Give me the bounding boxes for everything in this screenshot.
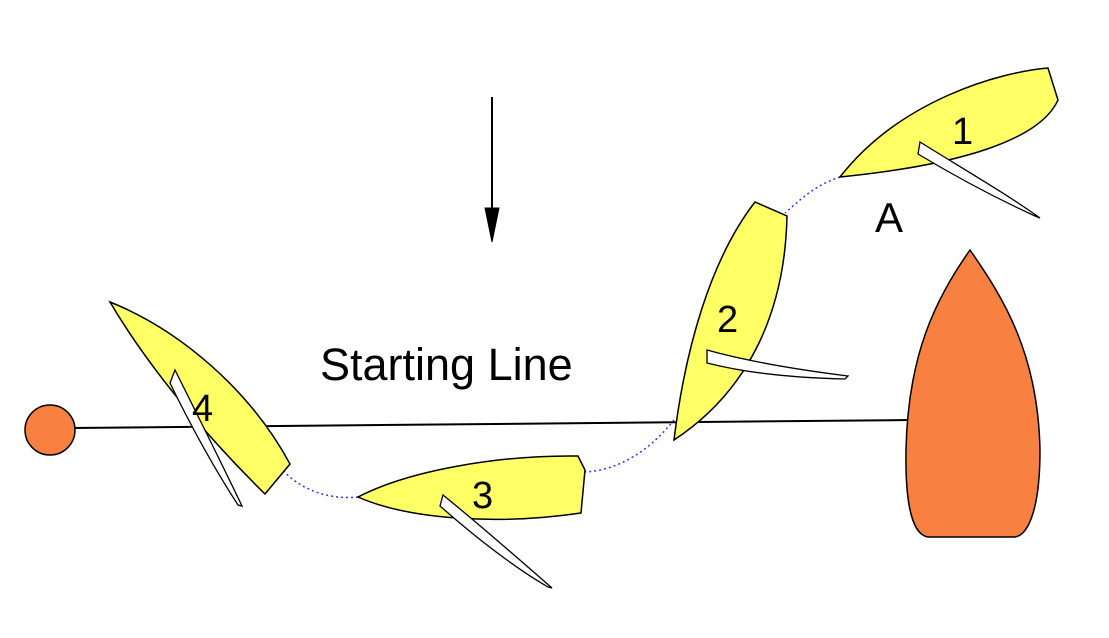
track-segment-2-3 bbox=[584, 419, 675, 473]
boat-2-sail bbox=[706, 349, 850, 380]
boat-4-number: 4 bbox=[192, 388, 213, 430]
track-segment-1-2 bbox=[784, 176, 841, 214]
boat-track bbox=[282, 176, 841, 499]
pin-buoy bbox=[24, 404, 76, 456]
boat-3-sail bbox=[439, 493, 553, 589]
boat-4-sail bbox=[169, 368, 244, 507]
boat-1-number: 1 bbox=[952, 111, 973, 153]
boat-3-number: 3 bbox=[472, 475, 493, 517]
boat-2-hull bbox=[673, 201, 788, 442]
boat-1-sail bbox=[917, 140, 1041, 219]
boat-2-number: 2 bbox=[717, 299, 738, 341]
boat-4: 4 bbox=[108, 300, 291, 507]
boat-2: 2 bbox=[673, 201, 850, 442]
boat-3-hull bbox=[356, 455, 586, 521]
boat-3: 3 bbox=[356, 455, 586, 589]
boat-4-hull bbox=[108, 300, 291, 496]
boat-1: 1 bbox=[838, 67, 1059, 219]
position-label-a: A bbox=[875, 194, 903, 241]
committee-boat bbox=[905, 248, 1041, 538]
diagram-title: Starting Line bbox=[320, 339, 573, 390]
down-arrow-icon bbox=[484, 97, 500, 243]
track-segment-3-4 bbox=[282, 469, 359, 499]
